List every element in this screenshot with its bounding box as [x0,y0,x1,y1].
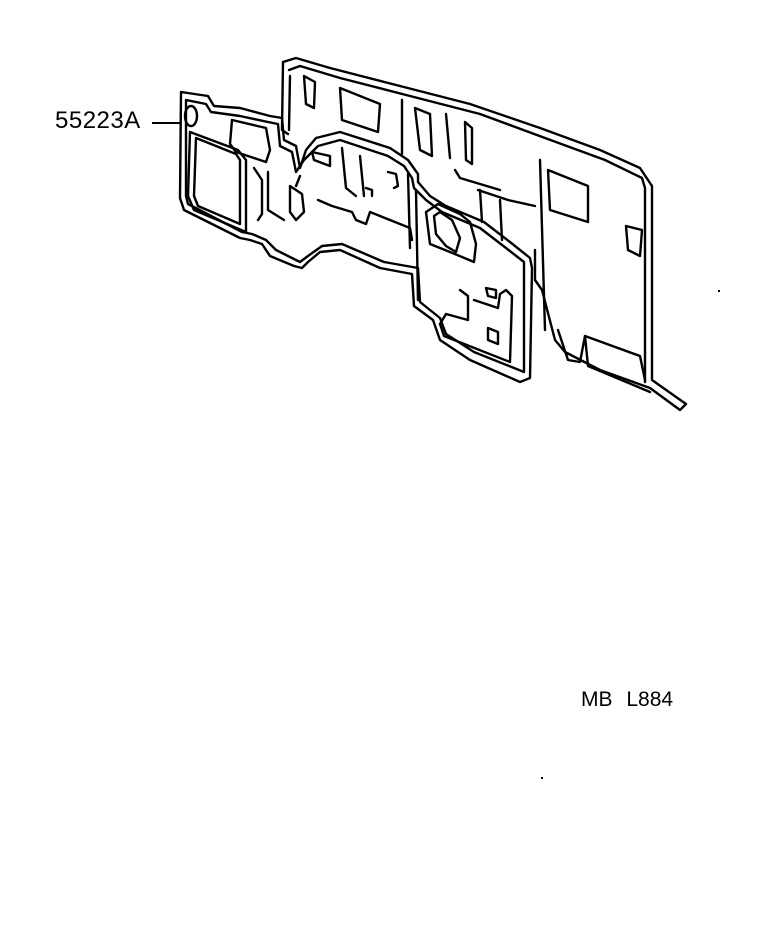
stray-mark [541,777,543,779]
rear-dash-panel [280,56,688,412]
callout-leader-line [152,122,180,124]
part-number-callout: 55223A [55,107,141,134]
catalog-illustration-code: MB L884 [581,688,674,711]
stray-mark [718,290,720,292]
insulator-pad-55223A [178,90,534,384]
